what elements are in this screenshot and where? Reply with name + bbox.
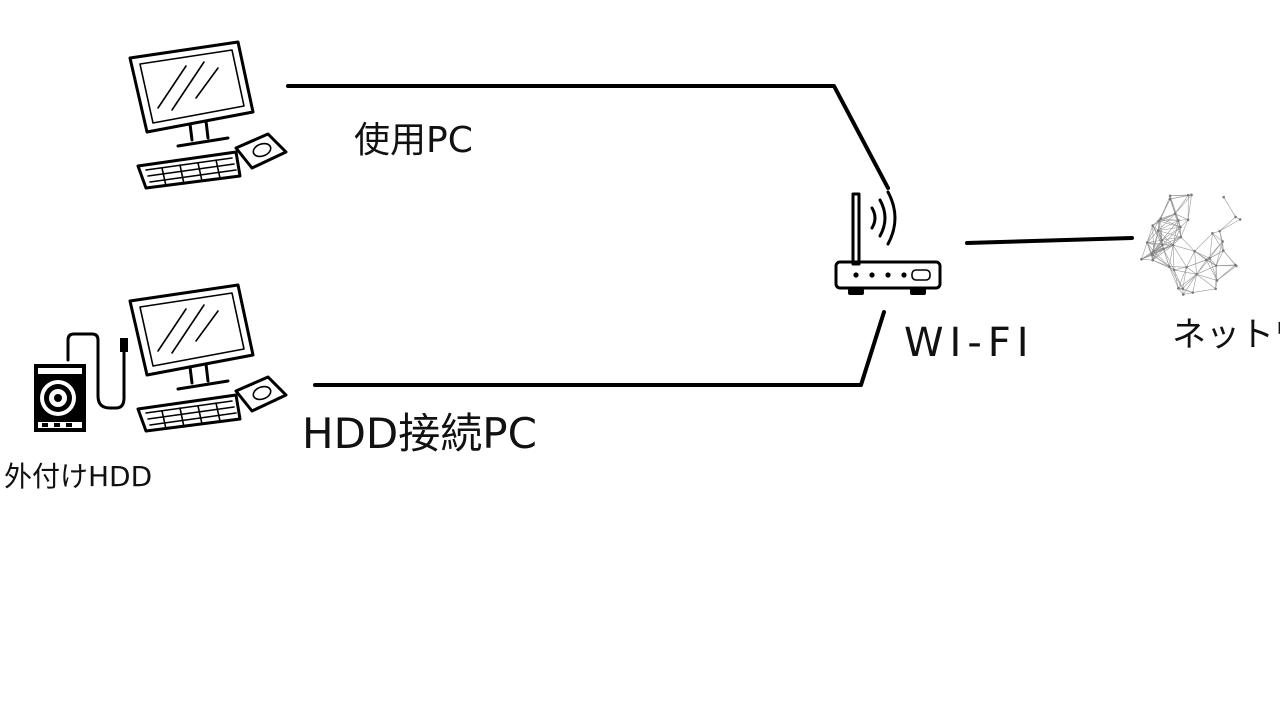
network-globe-icon	[1140, 193, 1242, 296]
network-label: ネットワーク	[1172, 315, 1280, 355]
desktop-computer-icon	[128, 283, 288, 433]
connector-hdd-pc-to-router	[313, 310, 886, 387]
desktop-computer-icon	[128, 40, 288, 190]
connector-router-to-network	[965, 236, 1134, 245]
router-label: WI-FI	[904, 320, 1035, 366]
main-pc-label: 使用PC	[354, 120, 473, 161]
external-hdd-icon	[34, 332, 128, 432]
connector-main-pc-to-router	[286, 84, 890, 190]
external-hdd-label: 外付けHDD	[4, 460, 152, 493]
wifi-router-icon	[834, 190, 942, 295]
hdd-pc-label: HDD接続PC	[302, 409, 537, 458]
